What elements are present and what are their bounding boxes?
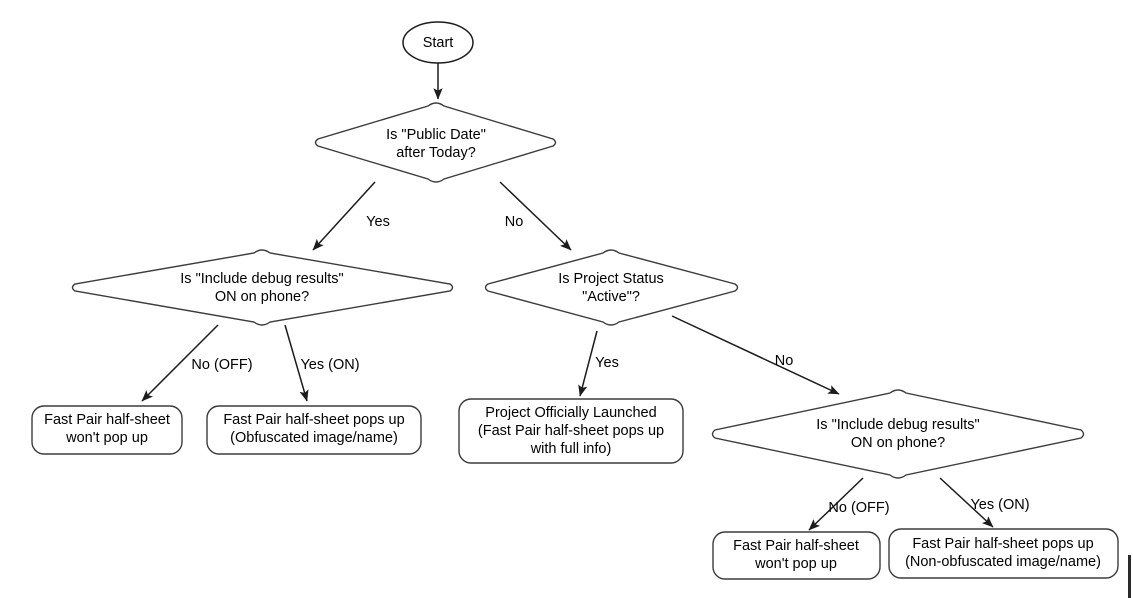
- edge-label-public-date-no: No: [505, 214, 524, 230]
- edge-project-status-yes: [578, 330, 598, 397]
- public-date-line1: Is "Public Date": [386, 127, 486, 143]
- project-status-diamond: [484, 249, 739, 326]
- edge-label-debug-right-no: No (OFF): [828, 500, 889, 516]
- result-launched-line3: with full info): [530, 441, 612, 457]
- edge-debug-left-no: [141, 324, 219, 402]
- node-decision-project-status[interactable]: Is Project Status "Active"?: [484, 249, 739, 326]
- debug-right-line1: Is "Include debug results": [816, 417, 979, 433]
- start-ellipse: [402, 21, 474, 64]
- result-right-yes-line2: (Non-obfuscated image/name): [905, 554, 1101, 570]
- result-left-yes-line2: (Obfuscated image/name): [230, 430, 398, 446]
- edge-scan-artifact: [1128, 555, 1131, 598]
- result-left-yes-box: [206, 405, 422, 455]
- debug-left-line2: ON on phone?: [215, 289, 309, 305]
- result-left-no-line2: won't pop up: [65, 430, 148, 446]
- start-label: Start: [423, 35, 454, 51]
- result-right-yes-box: [888, 528, 1119, 579]
- debug-right-diamond: [711, 389, 1085, 479]
- node-start[interactable]: Start: [402, 21, 474, 64]
- node-result-right-yes[interactable]: Fast Pair half-sheet pops up (Non-obfusc…: [888, 528, 1119, 579]
- public-date-line2: after Today?: [396, 145, 476, 161]
- public-date-diamond: [314, 102, 557, 183]
- result-left-yes-line1: Fast Pair half-sheet pops up: [223, 412, 404, 428]
- debug-left-diamond: [71, 249, 454, 326]
- edge-label-project-status-yes: Yes: [595, 355, 619, 371]
- edge-labels: Yes No No (OFF) Yes (ON) Yes No No (OFF)…: [191, 214, 1029, 516]
- result-left-no-box: [31, 405, 183, 455]
- result-launched-line2: (Fast Pair half-sheet pops up: [478, 423, 664, 439]
- result-right-no-box: [712, 531, 881, 580]
- node-result-right-no[interactable]: Fast Pair half-sheet won't pop up: [712, 531, 881, 580]
- edge-debug-right-yes: [939, 477, 994, 528]
- result-launched-box: [458, 398, 684, 464]
- node-result-left-no[interactable]: Fast Pair half-sheet won't pop up: [31, 405, 183, 455]
- debug-left-line1: Is "Include debug results": [180, 271, 343, 287]
- node-result-left-yes[interactable]: Fast Pair half-sheet pops up (Obfuscated…: [206, 405, 422, 455]
- edge-debug-left-yes: [284, 324, 309, 402]
- project-status-line2: "Active"?: [582, 289, 640, 305]
- result-right-no-line1: Fast Pair half-sheet: [733, 538, 859, 554]
- node-decision-public-date[interactable]: Is "Public Date" after Today?: [314, 102, 557, 183]
- edge-public-date-no: [499, 181, 572, 251]
- node-result-launched[interactable]: Project Officially Launched (Fast Pair h…: [458, 398, 684, 464]
- edge-label-project-status-no: No: [775, 353, 794, 369]
- edge-public-date-yes: [312, 181, 376, 251]
- project-status-line1: Is Project Status: [558, 271, 664, 287]
- result-right-no-line2: won't pop up: [754, 556, 837, 572]
- edge-label-debug-left-no: No (OFF): [191, 357, 252, 373]
- node-decision-debug-right[interactable]: Is "Include debug results" ON on phone?: [711, 389, 1085, 479]
- edge-debug-right-no: [808, 477, 864, 531]
- node-decision-debug-left[interactable]: Is "Include debug results" ON on phone?: [71, 249, 454, 326]
- result-launched-line1: Project Officially Launched: [485, 405, 656, 421]
- edge-project-status-no: [671, 315, 840, 395]
- edge-label-public-date-yes: Yes: [366, 214, 390, 230]
- edge-label-debug-left-yes: Yes (ON): [300, 357, 359, 373]
- debug-right-line2: ON on phone?: [851, 435, 945, 451]
- result-left-no-line1: Fast Pair half-sheet: [44, 412, 170, 428]
- result-right-yes-line1: Fast Pair half-sheet pops up: [912, 536, 1093, 552]
- edge-label-debug-right-yes: Yes (ON): [970, 497, 1029, 513]
- connectors: [141, 63, 994, 531]
